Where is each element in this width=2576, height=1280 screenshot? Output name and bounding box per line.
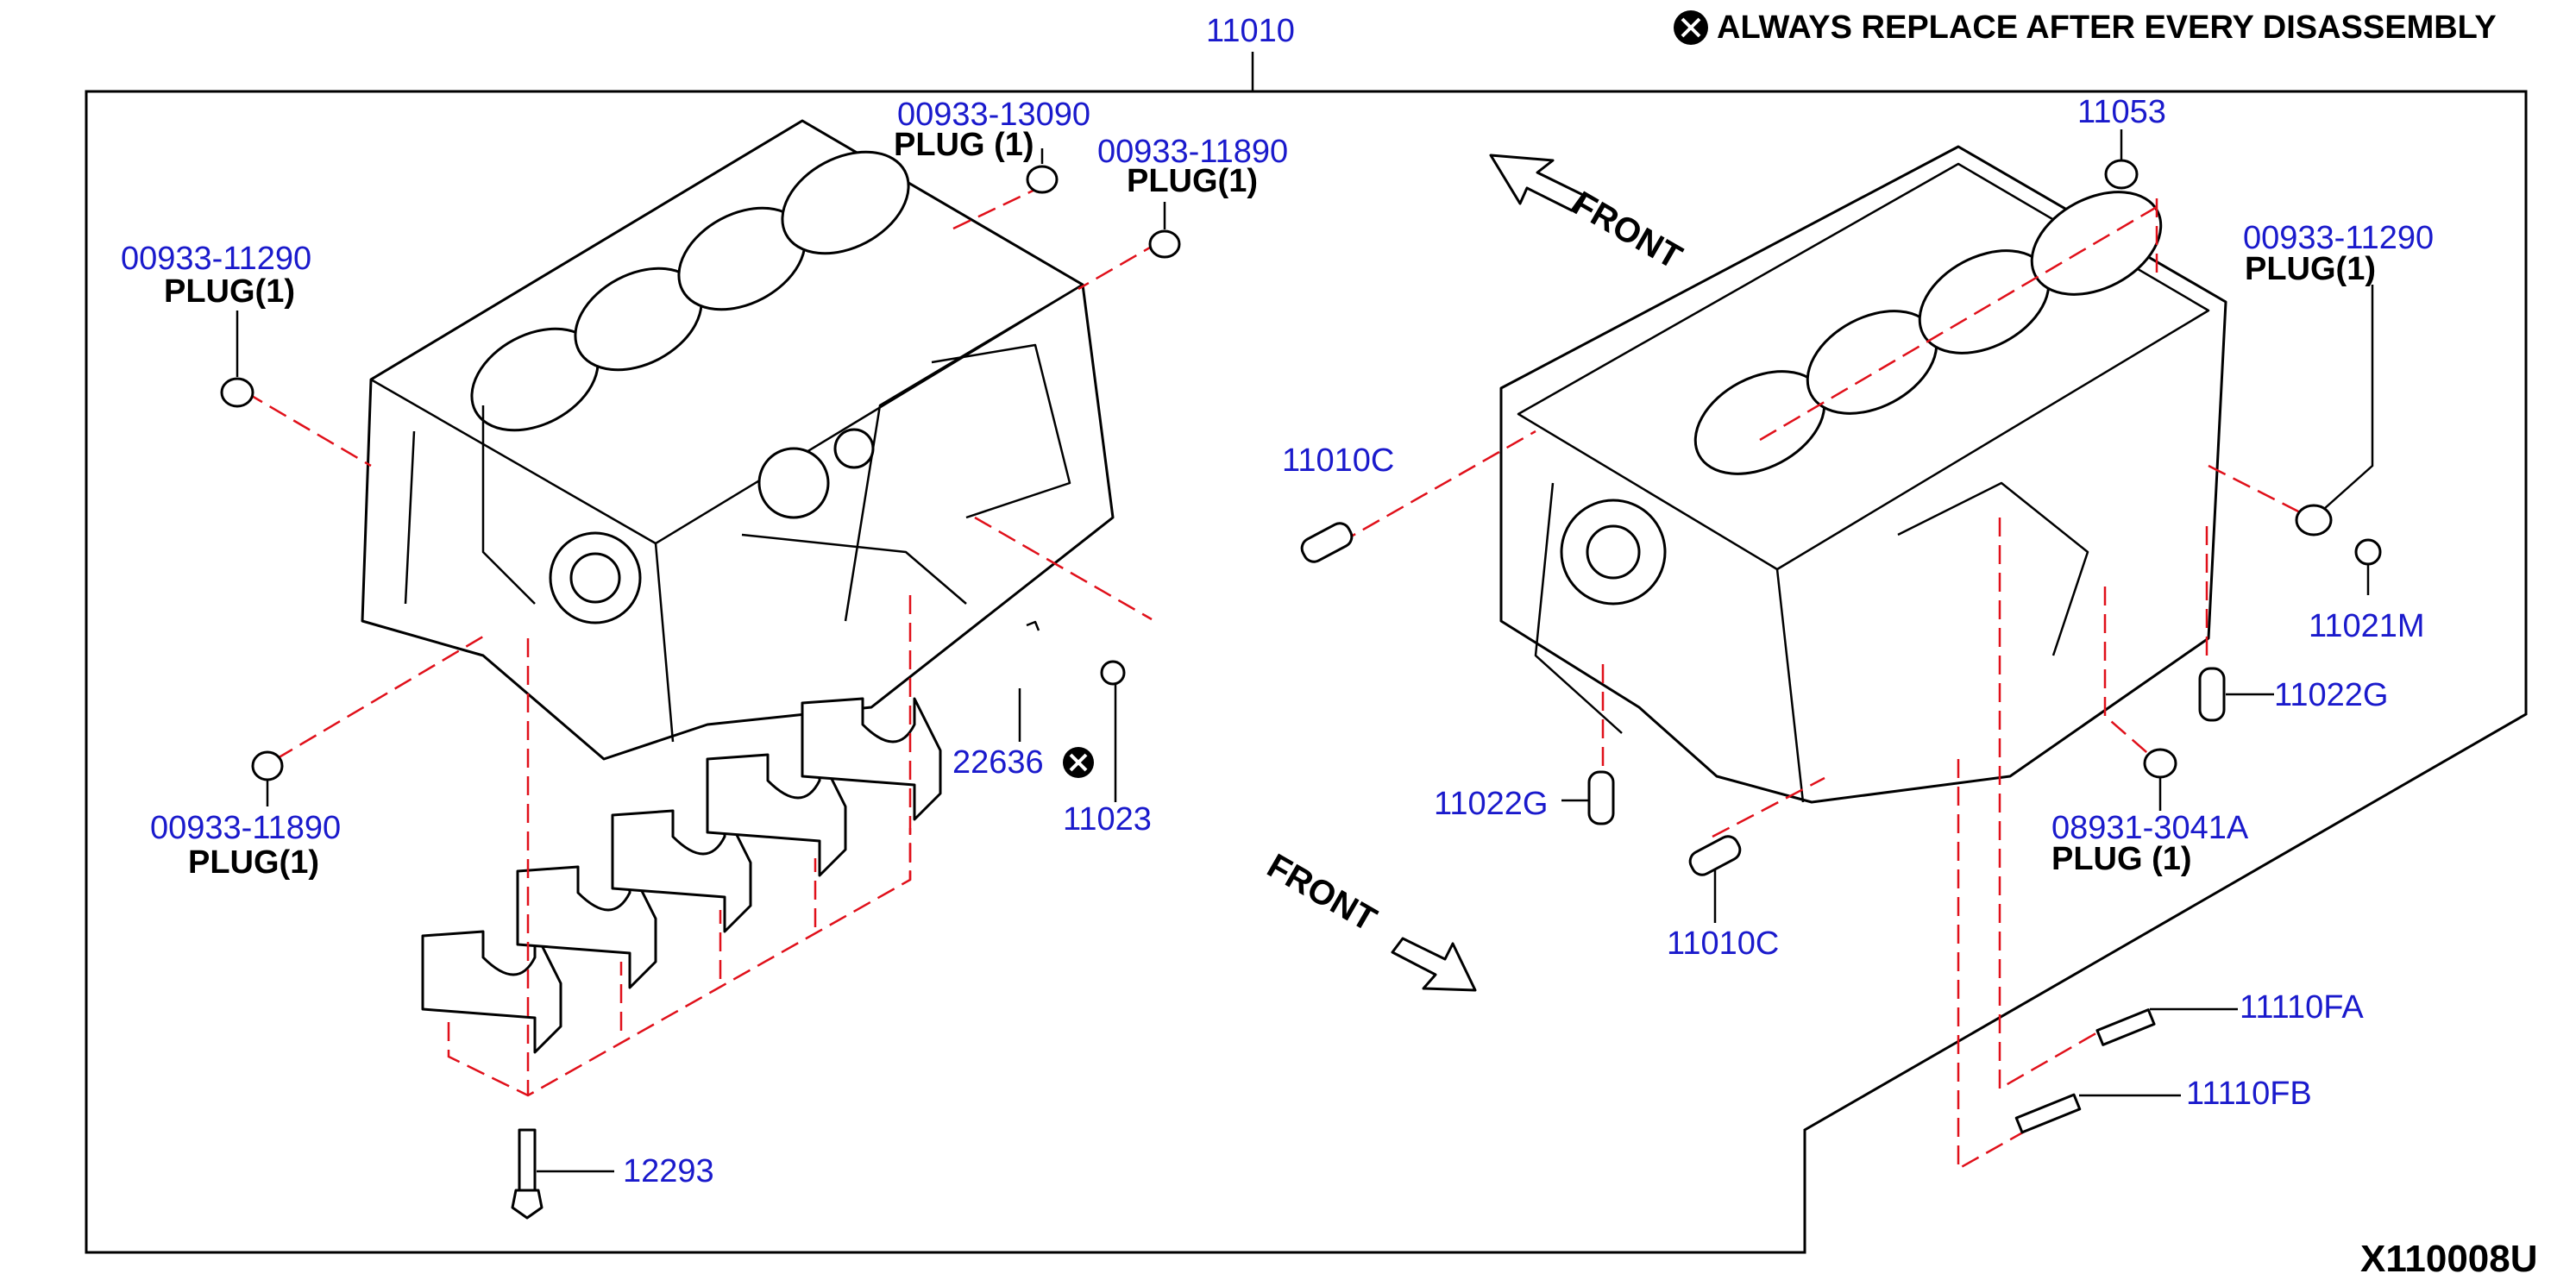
dowel-icon bbox=[1300, 522, 2226, 876]
plug-label: PLUG(1) bbox=[1127, 163, 1258, 199]
diagram-code: X110008U bbox=[2360, 1238, 2538, 1280]
replace-note: ALWAYS REPLACE AFTER EVERY DISASSEMBLY bbox=[1717, 9, 2497, 46]
front-label-top: FRONT bbox=[1567, 185, 1688, 277]
part-number-00933-11890-bottom[interactable]: 00933-11890 bbox=[150, 810, 341, 846]
replace-mark-icon bbox=[1063, 747, 1094, 778]
part-number-00933-11890-top[interactable]: 00933-11890 bbox=[1097, 134, 1288, 170]
plug-icon bbox=[2104, 159, 2382, 779]
left-dashed-guides bbox=[245, 184, 1161, 1097]
part-number-11010c-top[interactable]: 11010C bbox=[1282, 442, 1394, 479]
main-bearing-caps bbox=[421, 697, 942, 1054]
plug-label: PLUG(1) bbox=[164, 273, 295, 310]
part-number-11010c-bottom[interactable]: 11010C bbox=[1667, 925, 1779, 962]
part-number-11053[interactable]: 11053 bbox=[2077, 94, 2166, 130]
part-number-11110fa[interactable]: 11110FA bbox=[2240, 989, 2364, 1026]
part-number-11023[interactable]: 11023 bbox=[1063, 801, 1152, 838]
part-number-11021m[interactable]: 11021M bbox=[2309, 608, 2425, 644]
plug-label: PLUG (1) bbox=[894, 127, 1034, 163]
part-number-22636[interactable]: 22636 bbox=[952, 744, 1044, 781]
bolt-icon bbox=[2014, 1008, 2156, 1134]
part-number-00933-13090[interactable]: 00933-13090 bbox=[897, 97, 1090, 133]
front-label-bottom: FRONT bbox=[1261, 847, 1383, 939]
part-number-12293[interactable]: 12293 bbox=[623, 1153, 714, 1189]
plug-label: PLUG(1) bbox=[2245, 251, 2376, 287]
plug-label: PLUG(1) bbox=[188, 844, 319, 881]
left-leaders bbox=[236, 148, 1166, 1173]
cylinder-block-left-view bbox=[361, 119, 1115, 761]
part-number-08931-3041a[interactable]: 08931-3041A bbox=[2051, 810, 2249, 846]
part-number-11022g-right[interactable]: 11022G bbox=[2274, 677, 2388, 713]
part-number-11022g-left[interactable]: 11022G bbox=[1434, 786, 1548, 822]
plug-icon bbox=[220, 165, 1181, 781]
part-number-11110fb[interactable]: 11110FB bbox=[2186, 1076, 2312, 1112]
right-dashed-guides bbox=[1338, 198, 2311, 1171]
part-number-00933-11290-right[interactable]: 00933-11290 bbox=[2243, 220, 2434, 256]
dowel-icon bbox=[1026, 620, 1126, 686]
part-number-00933-11290-left[interactable]: 00933-11290 bbox=[121, 241, 311, 277]
front-arrow-icon bbox=[1489, 154, 1585, 212]
cylinder-block-right-view bbox=[1499, 145, 2227, 804]
main-part-number[interactable]: 11010 bbox=[1206, 13, 1295, 49]
note-icon bbox=[1674, 10, 1708, 45]
plug-label: PLUG (1) bbox=[2051, 841, 2192, 877]
bolt-icon bbox=[511, 1128, 543, 1220]
front-arrow-icon bbox=[1391, 937, 1477, 992]
diagram-frame bbox=[85, 90, 2528, 1254]
right-leaders bbox=[1561, 129, 2374, 1097]
